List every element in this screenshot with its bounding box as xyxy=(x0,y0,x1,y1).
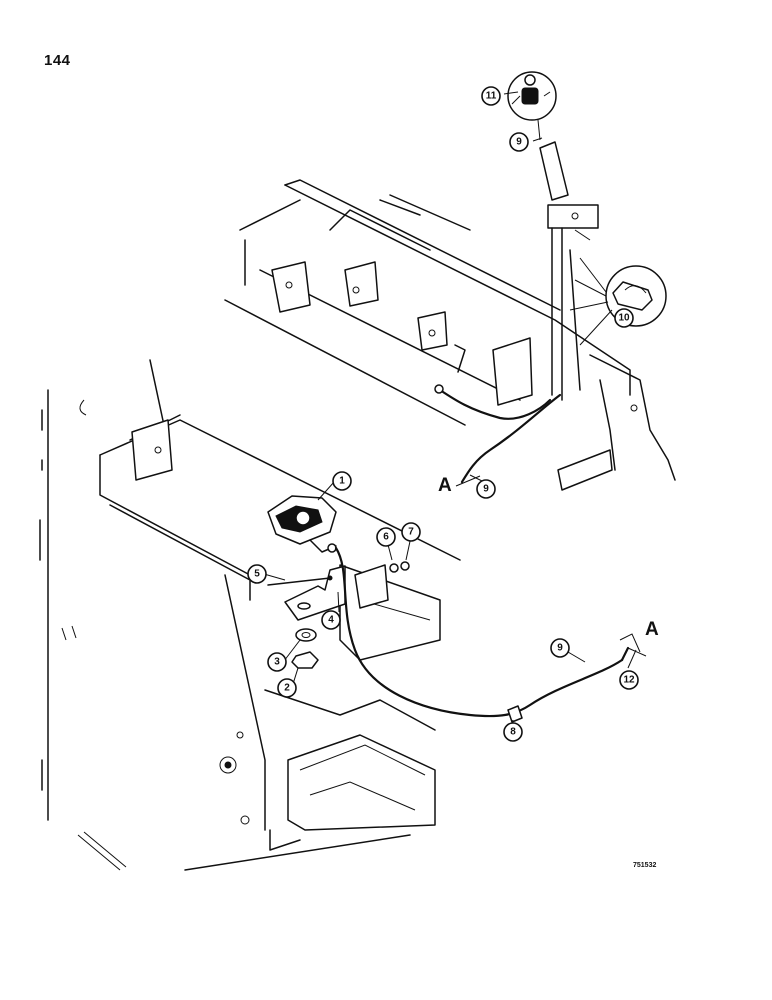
svg-text:10: 10 xyxy=(618,313,630,324)
svg-text:5: 5 xyxy=(254,569,260,580)
reference-letter-a-lower: A xyxy=(645,619,659,640)
svg-text:9: 9 xyxy=(483,484,489,495)
svg-text:2: 2 xyxy=(284,683,290,694)
switch-detail-circle xyxy=(507,71,557,141)
callout-10: 10 xyxy=(614,308,634,328)
svg-text:3: 3 xyxy=(274,657,280,668)
callout-8: 8 xyxy=(503,722,523,742)
lower-frame-rail xyxy=(39,359,461,871)
wiring-harness xyxy=(334,384,647,723)
switch-mounting-post xyxy=(539,141,599,401)
callout-5: 5 xyxy=(247,564,267,584)
callout-9-lower: 9 xyxy=(550,638,570,658)
horn-mounting-bracket xyxy=(267,561,410,669)
callout-6: 6 xyxy=(376,527,396,547)
page-number: 144 xyxy=(44,52,71,69)
callout-2: 2 xyxy=(277,678,297,698)
svg-text:12: 12 xyxy=(623,675,635,686)
reference-letter-a-upper: A xyxy=(438,475,452,496)
callout-11: 11 xyxy=(481,86,501,106)
callout-3: 3 xyxy=(267,652,287,672)
upper-frame-crossmember xyxy=(224,179,676,491)
callout-12: 12 xyxy=(619,670,639,690)
svg-text:9: 9 xyxy=(516,137,522,148)
svg-text:6: 6 xyxy=(383,532,389,543)
callout-1: 1 xyxy=(332,471,352,491)
horn xyxy=(267,495,337,553)
reference-leader-a-upper xyxy=(455,475,481,487)
svg-text:4: 4 xyxy=(328,615,334,626)
svg-text:1: 1 xyxy=(339,476,345,487)
callout-9-upper: 9 xyxy=(509,132,529,152)
svg-text:7: 7 xyxy=(408,527,414,538)
clip-detail-circle xyxy=(569,257,667,346)
drawing-code: 751532 xyxy=(633,862,657,869)
svg-text:11: 11 xyxy=(486,91,497,102)
svg-text:8: 8 xyxy=(510,727,516,738)
callout-7: 7 xyxy=(401,522,421,542)
callout-leaders xyxy=(263,91,637,730)
callout-9-middle: 9 xyxy=(476,479,496,499)
callout-4: 4 xyxy=(321,610,341,630)
svg-text:9: 9 xyxy=(557,643,563,654)
